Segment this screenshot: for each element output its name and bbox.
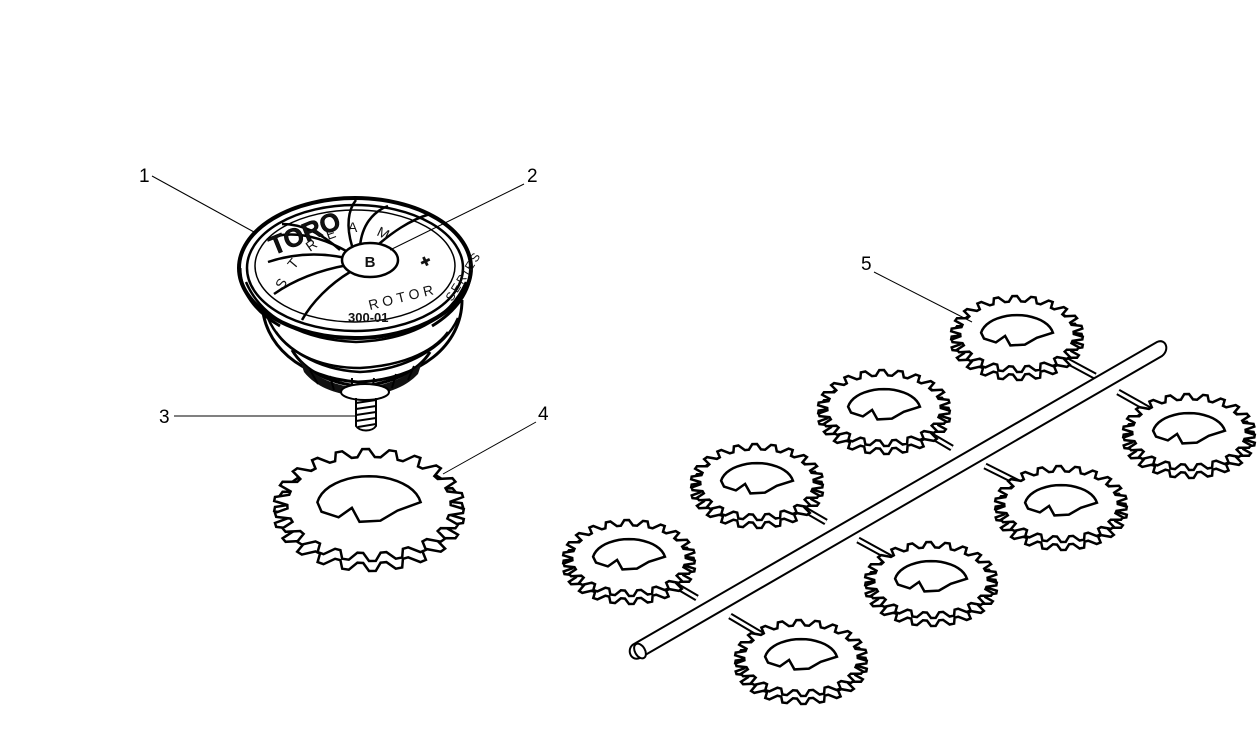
rotor-cap-assembly: B TORO S T R E A M ROTOR SERIES 300-01 ✖ xyxy=(237,196,484,432)
sprue-gear xyxy=(561,518,697,606)
sprue-gears xyxy=(561,294,1257,706)
center-mark: B xyxy=(365,254,376,271)
callout-2: 2 xyxy=(527,166,538,187)
leader-4 xyxy=(442,421,537,475)
callout-3: 3 xyxy=(159,407,170,428)
threaded-stud xyxy=(355,398,377,432)
callout-1: 1 xyxy=(139,166,150,187)
cap-mark-k: ✖ xyxy=(417,254,435,269)
leader-1 xyxy=(151,175,255,233)
gear-sprue-tree xyxy=(561,294,1257,706)
callouts: 1 2 3 4 5 xyxy=(139,166,973,475)
stream-letter-5: A xyxy=(348,219,358,235)
model-number: 300-01 xyxy=(348,310,388,325)
stream-lines xyxy=(267,199,431,321)
sprue-gear xyxy=(733,618,869,706)
sprue-gear xyxy=(993,464,1129,552)
leader-2 xyxy=(389,183,525,251)
sprue-runner-rod xyxy=(628,340,1168,660)
center-hub xyxy=(340,241,400,279)
sprue-gear xyxy=(949,294,1085,382)
callout-4: 4 xyxy=(538,404,549,425)
callout-5: 5 xyxy=(861,254,872,275)
gear-ring-single xyxy=(272,447,466,573)
sprue-gear xyxy=(1121,392,1257,480)
sprue-gear xyxy=(689,442,825,530)
sprue-gear xyxy=(816,368,952,456)
rotor-housing xyxy=(260,299,464,401)
gear-ring-4 xyxy=(272,447,466,573)
leader-5 xyxy=(873,271,973,323)
rotor-cap: B TORO S T R E A M ROTOR SERIES 300-01 ✖ xyxy=(237,196,484,344)
sprue-gear xyxy=(863,540,999,628)
